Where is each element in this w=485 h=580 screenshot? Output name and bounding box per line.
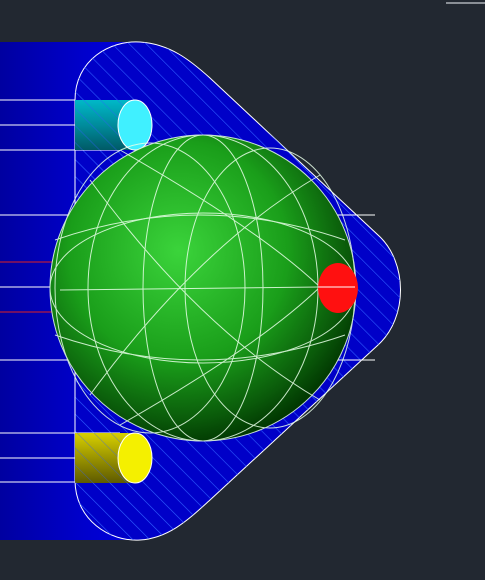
contact-marker[interactable]	[318, 263, 358, 313]
sphere[interactable]	[49, 134, 357, 442]
top-pin[interactable]	[75, 99, 153, 151]
bottom-pin[interactable]	[75, 432, 153, 484]
